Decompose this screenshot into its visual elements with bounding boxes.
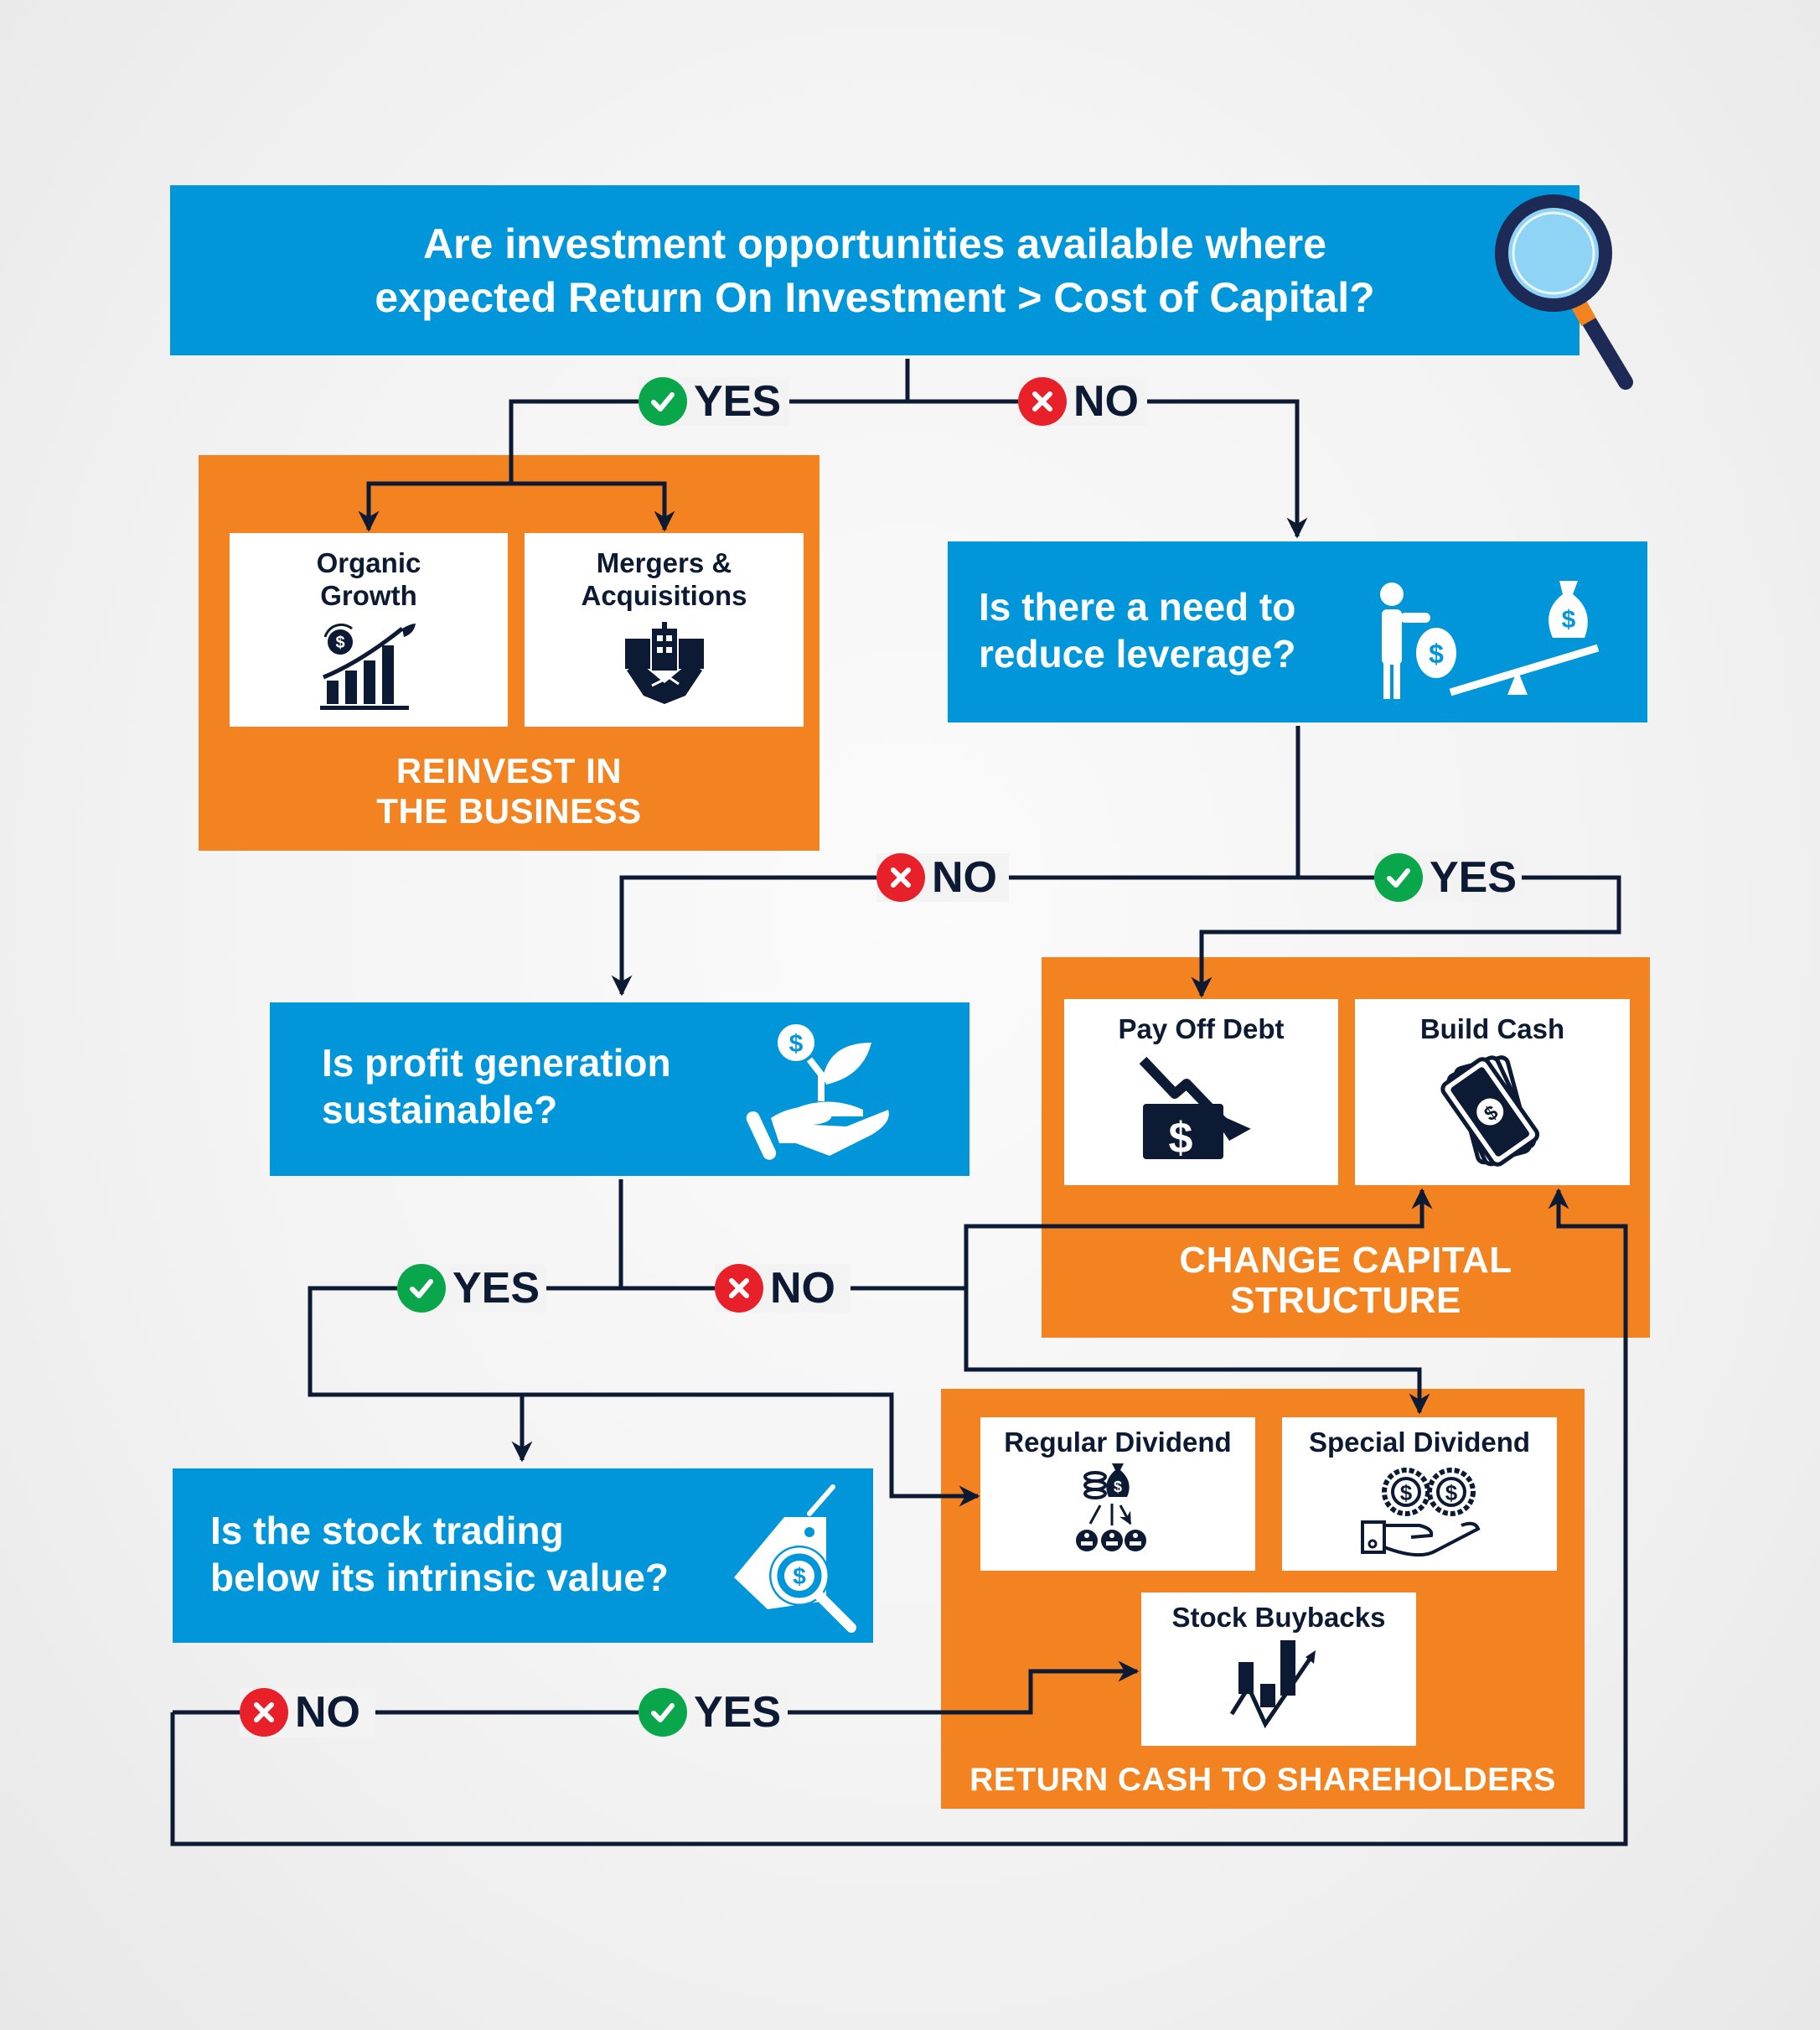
branch-q1-no: NO	[1018, 377, 1147, 426]
option-label: Regular Dividend	[1004, 1427, 1232, 1458]
branch-label: YES	[694, 377, 782, 426]
question-leverage-line1: Is there a need to	[979, 585, 1296, 629]
connector-q3-no	[621, 1188, 1433, 1291]
stock-up-chart-icon	[1229, 1640, 1316, 1729]
check-icon	[639, 377, 687, 426]
branch-label: YES	[694, 1688, 782, 1737]
option-stock-buybacks: Stock Buybacks	[1141, 1592, 1416, 1746]
connector-q1-yes-organic	[358, 481, 511, 532]
option-label: Build Cash	[1419, 1013, 1565, 1044]
question-roi-line1: Are investment opportunities available w…	[422, 220, 1327, 267]
connector-q4-no-loop	[170, 1188, 1628, 1846]
branch-label: NO	[295, 1688, 360, 1737]
connector-q3-yes	[308, 1286, 980, 1507]
magnifying-glass-icon	[1495, 194, 1633, 390]
connector-q4-yes	[173, 1660, 1140, 1715]
merger-handshake-icon	[624, 622, 704, 704]
branch-label: NO	[932, 853, 997, 902]
branch-q4-no: NO	[240, 1688, 375, 1737]
svg-text:$: $	[1168, 1114, 1192, 1163]
coins-hand-icon: $ $	[1361, 1468, 1481, 1557]
branch-label: YES	[1430, 853, 1518, 902]
leverage-seesaw-icon: $ $	[1380, 581, 1600, 699]
branch-q3-no: NO	[715, 1264, 851, 1313]
svg-text:$: $	[335, 634, 344, 652]
x-icon	[240, 1688, 288, 1737]
connector-q2-no	[611, 875, 1298, 997]
branch-label: NO	[770, 1264, 835, 1313]
debt-down-icon: $	[1139, 1056, 1251, 1163]
option-label: Stock Buybacks	[1171, 1602, 1386, 1633]
svg-text:$: $	[793, 1563, 806, 1589]
branch-q4-yes: YES	[639, 1688, 788, 1737]
question-roi-line2: expected Return On Investment > Cost of …	[375, 274, 1375, 321]
svg-text:$: $	[1429, 639, 1444, 669]
option-regular-dividend: Regular Dividend $	[980, 1417, 1255, 1571]
question-intrinsic-line2: below its intrinsic value?	[210, 1556, 670, 1599]
branch-label: NO	[1073, 377, 1139, 426]
option-label: Mergers &Acquisitions	[581, 547, 747, 611]
outcome-capital-structure-title: CHANGE CAPITAL STRUCTURE	[1179, 1240, 1512, 1321]
branch-q3-yes: YES	[397, 1264, 547, 1313]
growth-chart-icon: $	[320, 623, 416, 710]
option-label: Special Dividend	[1308, 1427, 1531, 1458]
question-box-roi: Are investment opportunities available w…	[170, 185, 1580, 355]
connector-q3-no-special	[964, 1288, 1430, 1415]
branch-label: YES	[452, 1264, 540, 1313]
svg-text:$: $	[1400, 1480, 1413, 1505]
svg-text:$: $	[1445, 1480, 1458, 1505]
question-box-leverage: Is there a need to reduce leverage? $ $	[948, 541, 1647, 722]
svg-text:$: $	[1562, 606, 1576, 634]
outcome-reinvest-title: REINVEST IN THE BUSINESS	[376, 751, 642, 831]
question-leverage-line2: reduce leverage?	[979, 632, 1296, 676]
svg-text:$: $	[789, 1030, 804, 1058]
question-intrinsic-line1: Is the stock trading	[210, 1509, 564, 1552]
check-icon	[397, 1264, 446, 1313]
x-icon	[876, 853, 925, 902]
x-icon	[715, 1264, 763, 1313]
option-mergers-acquisitions: Mergers &Acquisitions	[525, 533, 804, 727]
price-tag-search-icon: $	[734, 1484, 856, 1633]
question-box-intrinsic-value: Is the stock trading below its intrinsic…	[173, 1468, 873, 1643]
option-build-cash: Build Cash $	[1355, 999, 1630, 1185]
question-box-profit: Is profit generation sustainable? $	[270, 1002, 969, 1176]
branch-q2-no: NO	[876, 853, 1009, 902]
x-icon	[1018, 377, 1067, 426]
cash-stack-icon: $	[1440, 1055, 1540, 1167]
question-profit-line2: sustainable?	[322, 1088, 558, 1132]
outcome-return-cash-title: RETURN CASH TO SHAREHOLDERS	[969, 1762, 1556, 1798]
connector-q1-yes-ma	[511, 481, 675, 532]
option-special-dividend: Special Dividend $ $	[1282, 1417, 1557, 1571]
option-label: Pay Off Debt	[1118, 1013, 1285, 1044]
check-icon	[639, 1688, 687, 1737]
option-pay-off-debt: Pay Off Debt $	[1064, 999, 1338, 1185]
svg-text:$: $	[1114, 1478, 1122, 1495]
money-plant-hand-icon: $	[746, 1024, 889, 1160]
dividend-distribution-icon: $	[1076, 1463, 1146, 1551]
check-icon	[1374, 853, 1423, 902]
branch-q2-yes: YES	[1374, 853, 1523, 902]
branch-q1-yes: YES	[639, 377, 790, 426]
question-profit-line1: Is profit generation	[322, 1041, 671, 1085]
